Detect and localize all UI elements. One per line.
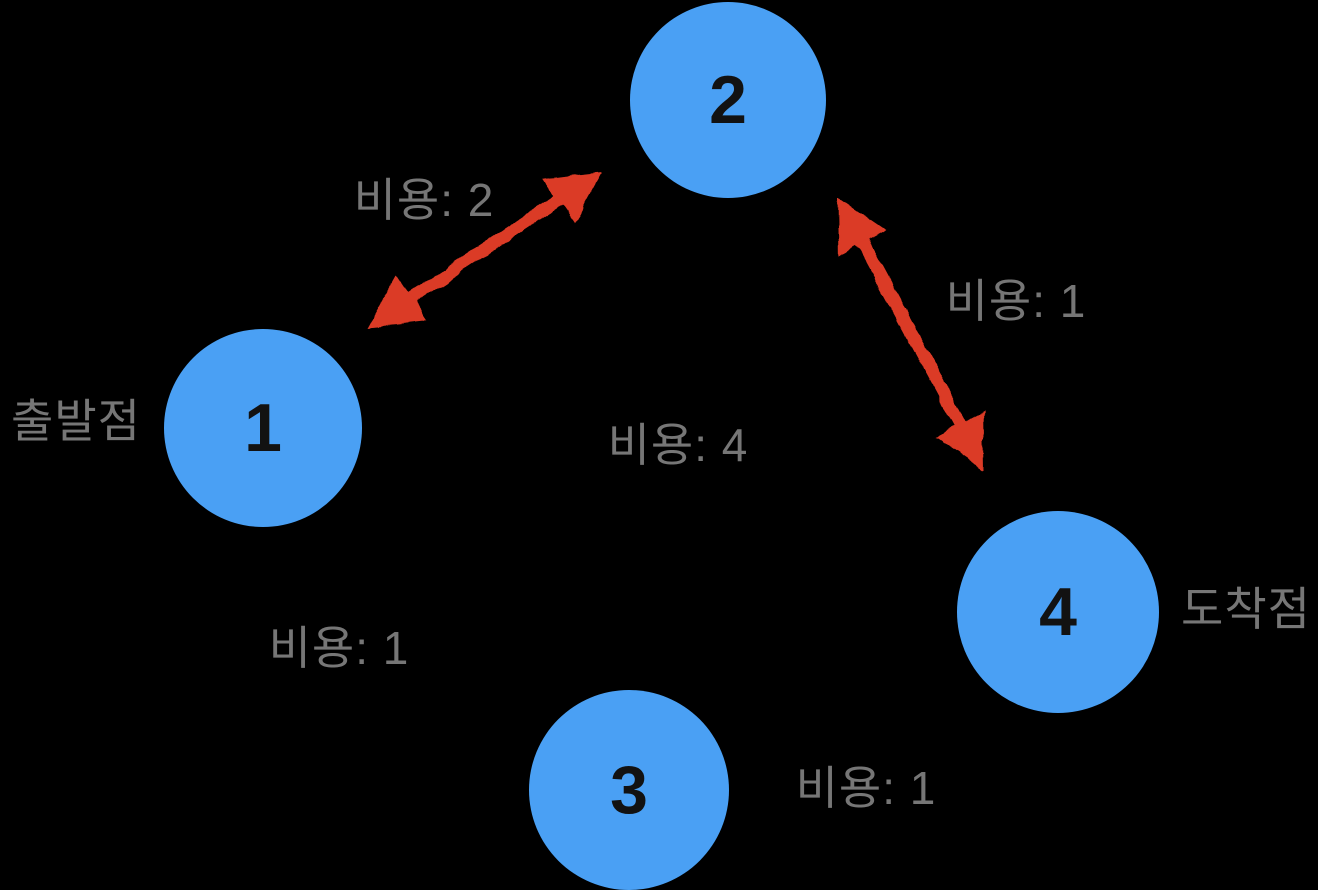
arrow-shaft bbox=[850, 225, 973, 442]
edge-arrow-2-4 bbox=[838, 197, 985, 470]
arrowhead-icon bbox=[368, 275, 427, 327]
graph-node-3: 3 bbox=[529, 690, 729, 890]
arrowhead-icon bbox=[543, 172, 602, 224]
cost-label-1-3: 비용: 1 bbox=[268, 622, 410, 674]
cost-label-2-3: 비용: 4 bbox=[607, 419, 749, 471]
arrowhead-icon bbox=[936, 411, 985, 470]
graph-node-4: 4 bbox=[957, 511, 1159, 713]
start-point-label: 출발점 bbox=[11, 395, 141, 447]
cost-label-2-4: 비용: 1 bbox=[945, 275, 1087, 327]
cost-label-3-4: 비용: 1 bbox=[795, 762, 937, 814]
node-number: 4 bbox=[1039, 574, 1077, 650]
cost-label-1-2: 비용: 2 bbox=[353, 174, 495, 226]
node-number: 3 bbox=[610, 752, 648, 828]
node-number: 2 bbox=[709, 62, 747, 138]
node-number: 1 bbox=[244, 390, 282, 466]
arrowhead-icon bbox=[838, 197, 887, 256]
graph-node-2: 2 bbox=[630, 2, 826, 198]
graph-node-1: 1 bbox=[164, 329, 362, 527]
end-point-label: 도착점 bbox=[1181, 583, 1311, 635]
